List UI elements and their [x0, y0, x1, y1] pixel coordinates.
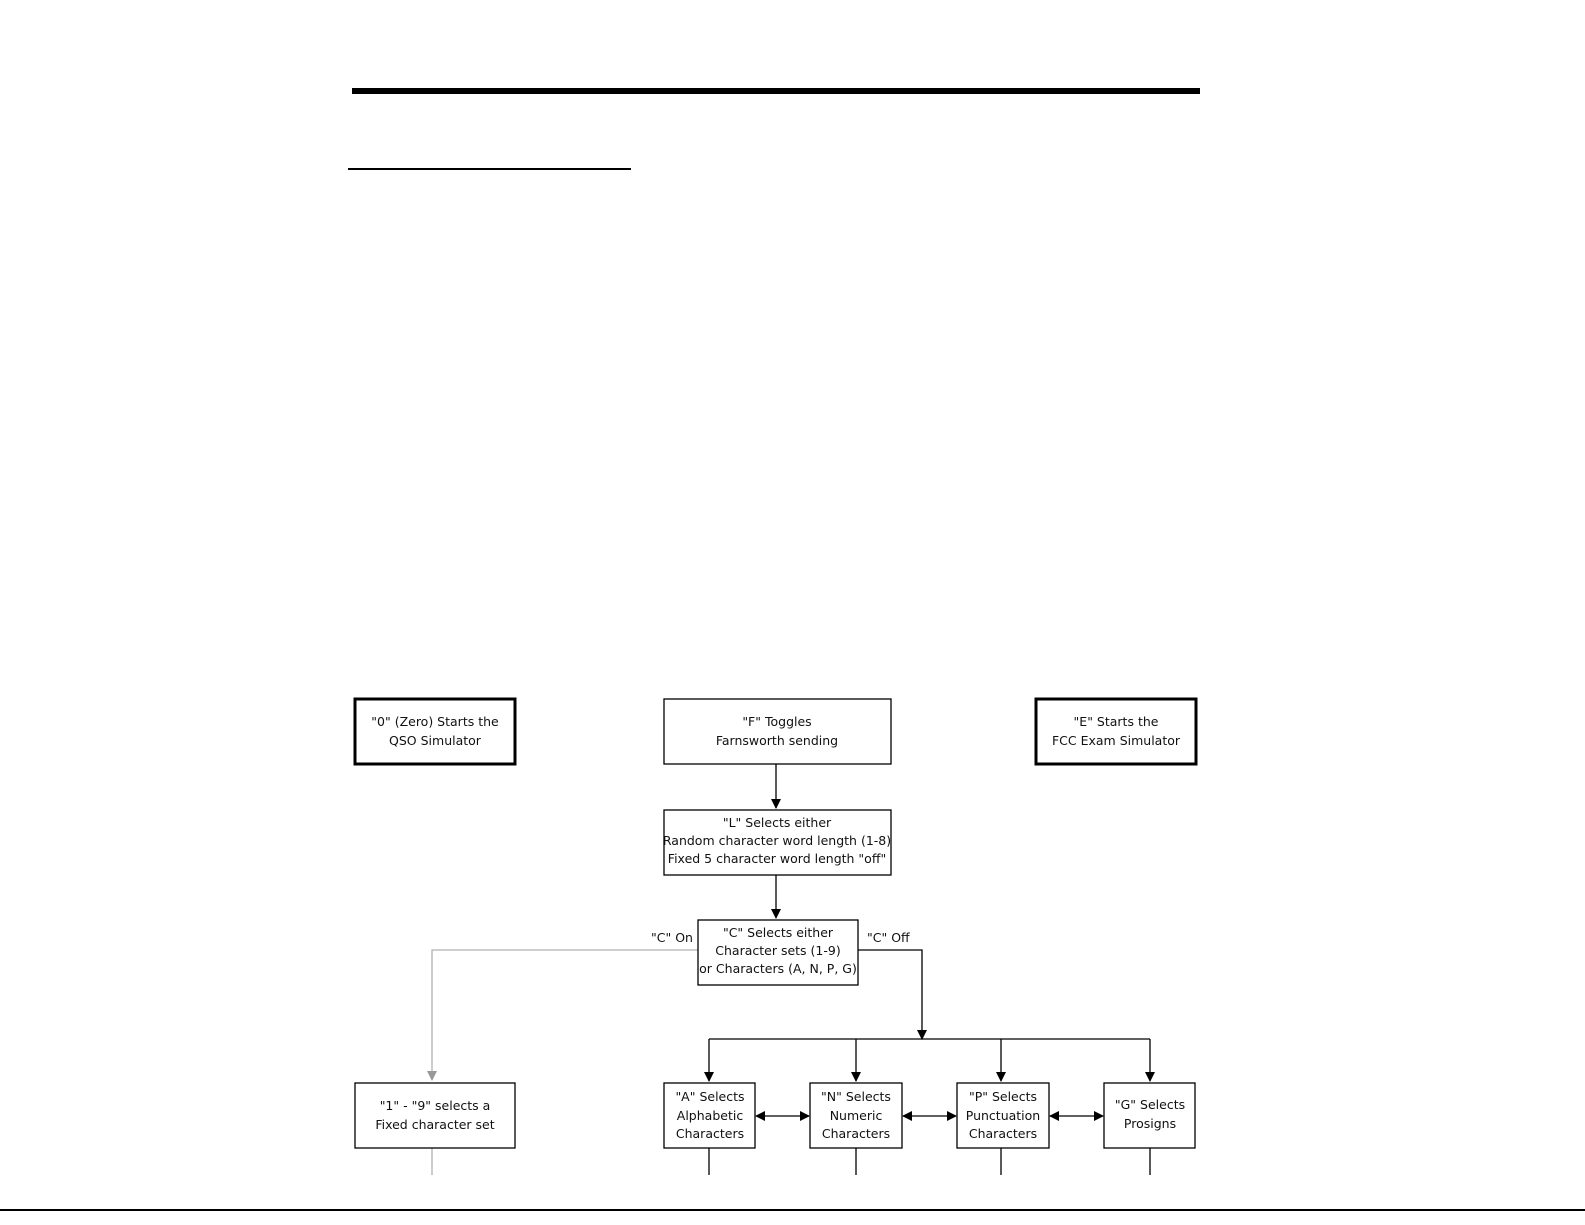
- box-farnsworth: "F" Toggles Farnsworth sending: [663, 698, 892, 765]
- footer-rule: [0, 1209, 1585, 1211]
- label-c-off: "C" Off: [867, 930, 910, 945]
- svg-text:"N" Selects: "N" Selects: [821, 1089, 891, 1104]
- svg-text:"E" Starts the: "E" Starts the: [1074, 714, 1159, 729]
- svg-text:Characters: Characters: [676, 1126, 744, 1141]
- arrow-c-off: [858, 949, 927, 1040]
- box-alphabetic: "A" Selects Alphabetic Characters: [663, 1082, 756, 1149]
- svg-text:Alphabetic: Alphabetic: [677, 1108, 744, 1123]
- header-rule: [352, 88, 1200, 94]
- box-qso-simulator: "0" (Zero) Starts the QSO Simulator: [353, 697, 517, 766]
- box-fcc-simulator: "E" Starts the FCC Exam Simulator: [1034, 697, 1198, 766]
- svg-text:Farnsworth sending: Farnsworth sending: [716, 733, 838, 748]
- svg-text:FCC Exam Simulator: FCC Exam Simulator: [1052, 733, 1181, 748]
- svg-text:Fixed character set: Fixed character set: [375, 1117, 494, 1132]
- svg-text:"F" Toggles: "F" Toggles: [742, 714, 811, 729]
- svg-text:Character sets (1-9): Character sets (1-9): [715, 943, 840, 958]
- arrow-c-on: [427, 949, 698, 1081]
- svg-text:"L" Selects either: "L" Selects either: [723, 815, 832, 830]
- svg-text:"1" - "9" selects a: "1" - "9" selects a: [380, 1098, 491, 1113]
- label-c-on: "C" On: [651, 930, 693, 945]
- box-character-select: "C" Selects either Character sets (1-9) …: [697, 919, 859, 986]
- svg-text:Characters: Characters: [969, 1126, 1037, 1141]
- svg-text:Numeric: Numeric: [830, 1108, 883, 1123]
- svg-text:or Characters (A, N, P, G): or Characters (A, N, P, G): [699, 961, 857, 976]
- svg-text:"C" Selects either: "C" Selects either: [723, 925, 834, 940]
- box-punctuation: "P" Selects Punctuation Characters: [956, 1082, 1050, 1149]
- svg-text:"G" Selects: "G" Selects: [1115, 1097, 1185, 1112]
- section-rule: [348, 168, 631, 170]
- box-fixed-character-set: "1" - "9" selects a Fixed character set: [354, 1082, 516, 1149]
- box-numeric: "N" Selects Numeric Characters: [809, 1082, 903, 1149]
- svg-text:Punctuation: Punctuation: [966, 1108, 1040, 1123]
- box-prosigns: "G" Selects Prosigns: [1103, 1082, 1196, 1149]
- svg-text:Characters: Characters: [822, 1126, 890, 1141]
- svg-text:Prosigns: Prosigns: [1124, 1116, 1176, 1131]
- svg-text:QSO Simulator: QSO Simulator: [389, 733, 482, 748]
- svg-text:Random character word length (: Random character word length (1-8): [663, 833, 891, 848]
- svg-text:"0" (Zero) Starts the: "0" (Zero) Starts the: [371, 714, 499, 729]
- svg-text:Fixed 5 character word length: Fixed 5 character word length "off": [668, 851, 886, 866]
- box-word-length: "L" Selects either Random character word…: [663, 809, 892, 876]
- svg-text:"P" Selects: "P" Selects: [969, 1089, 1037, 1104]
- svg-text:"A" Selects: "A" Selects: [675, 1089, 744, 1104]
